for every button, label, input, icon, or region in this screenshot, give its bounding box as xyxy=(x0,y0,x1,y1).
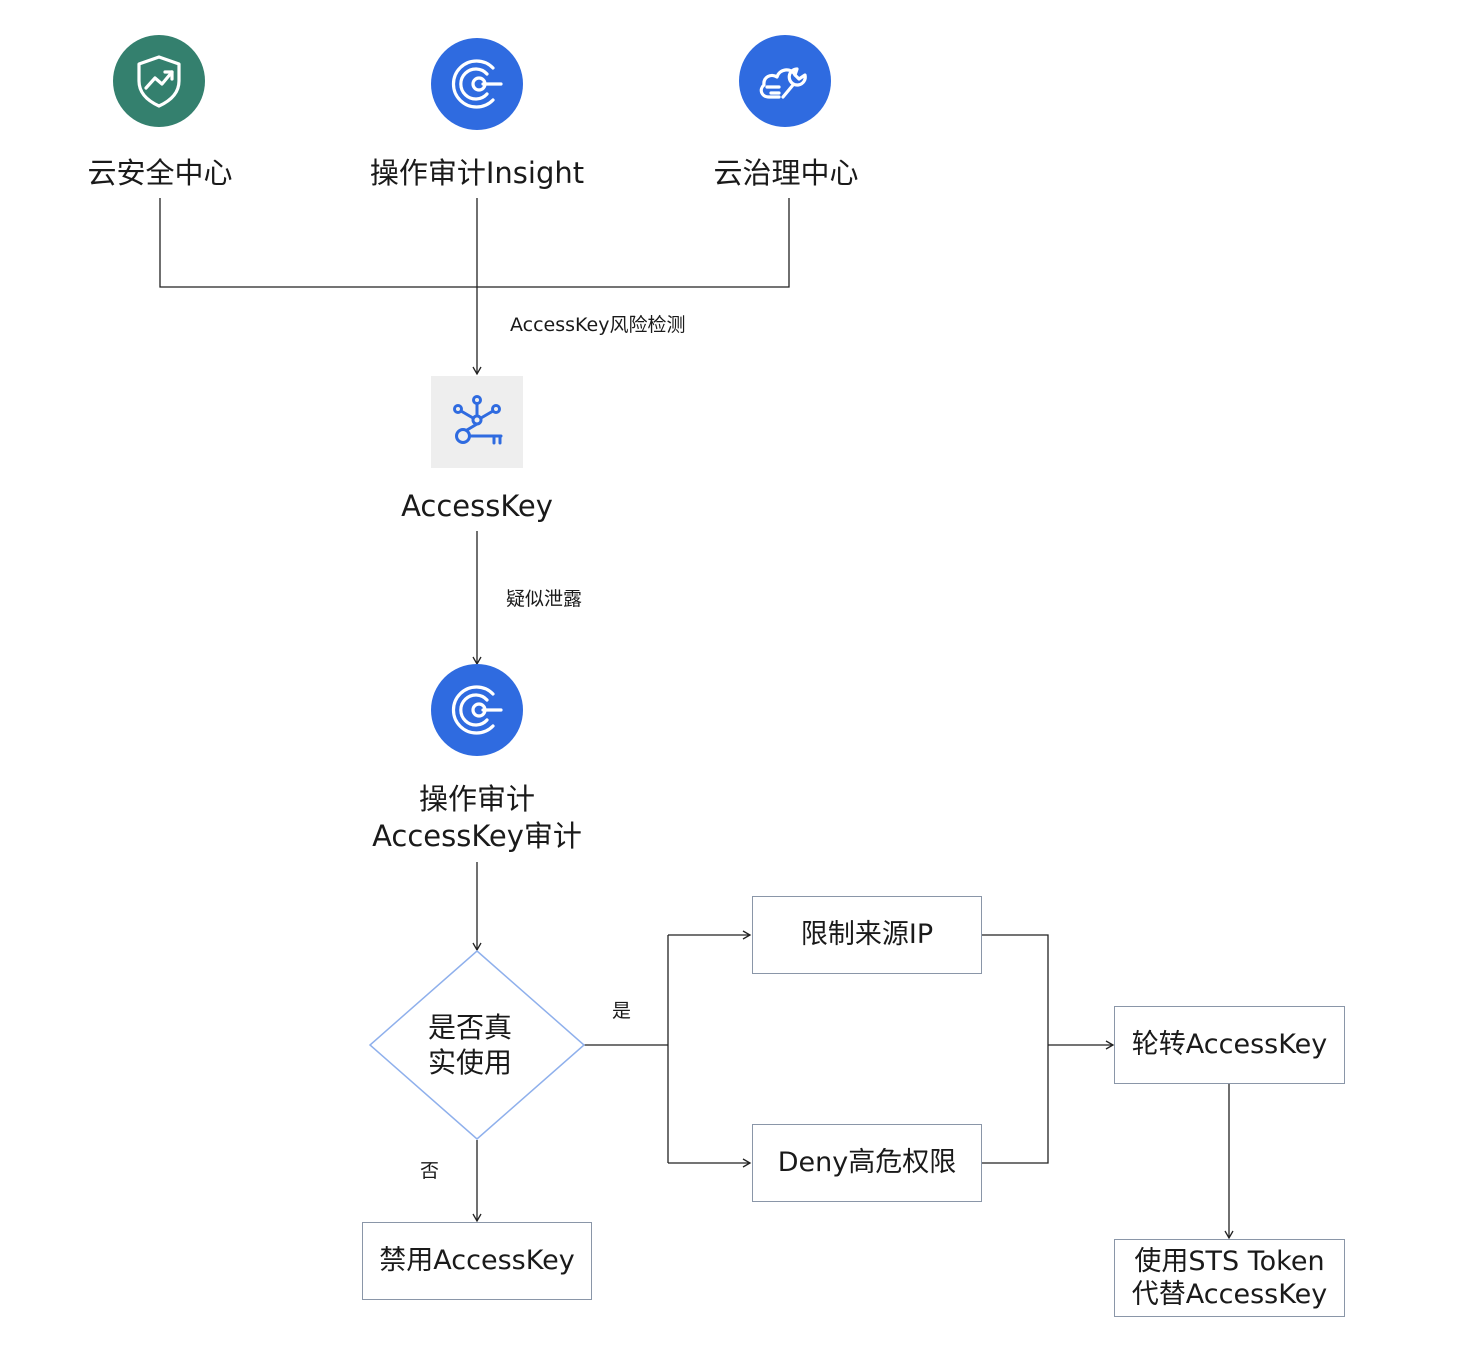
decision-diamond xyxy=(368,950,586,1140)
audit-insight-node xyxy=(431,38,523,130)
security-center-node xyxy=(113,35,205,127)
edge-label-risk-detection: AccessKey风险检测 xyxy=(510,314,686,336)
connector-governance-center xyxy=(477,198,790,288)
rotate-accesskey-box: 轮转AccessKey xyxy=(1114,1006,1345,1084)
merge-from-restrict-ip xyxy=(982,934,1049,1164)
use-sts-token-box: 使用STS Token 代替AccessKey xyxy=(1114,1239,1345,1317)
radar-target-icon xyxy=(451,59,503,109)
governance-center-node xyxy=(739,35,831,127)
source-label-governance-center: 云治理中心 xyxy=(713,156,859,190)
source-label-security-center: 云安全中心 xyxy=(87,156,233,190)
accesskey-node xyxy=(431,376,523,468)
source-label-audit-insight: 操作审计Insight xyxy=(369,156,585,190)
decision-label: 是否真 实使用 xyxy=(427,1011,512,1079)
accesskey-label: AccessKey xyxy=(401,489,553,523)
shield-trend-icon xyxy=(137,55,181,108)
cloud-wrench-icon xyxy=(759,67,807,99)
edge-label-yes: 是 xyxy=(612,1000,632,1022)
radar-target-icon xyxy=(451,685,503,735)
key-network-icon xyxy=(453,395,503,445)
edge-label-suspected-leak: 疑似泄露 xyxy=(506,588,583,610)
restrict-source-ip-box: 限制来源IP xyxy=(752,896,982,974)
deny-high-risk-box: Deny高危权限 xyxy=(752,1124,982,1202)
connector-security-center xyxy=(159,198,477,288)
audit-node xyxy=(431,664,523,756)
disable-accesskey-box: 禁用AccessKey xyxy=(362,1222,592,1300)
audit-node-label: 操作审计 AccessKey审计 xyxy=(372,782,582,853)
edge-label-no: 否 xyxy=(420,1160,440,1182)
